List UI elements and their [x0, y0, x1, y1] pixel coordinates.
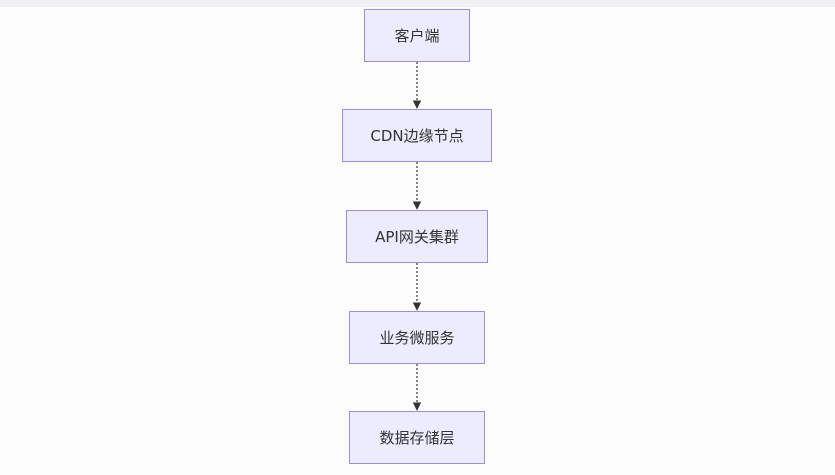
node-cdn-edge[interactable]: CDN边缘节点 — [342, 109, 492, 162]
node-label: 客户端 — [394, 27, 440, 45]
node-api-gateway[interactable]: API网关集群 — [346, 210, 488, 263]
node-client[interactable]: 客户端 — [364, 9, 470, 62]
node-microservices[interactable]: 业务微服务 — [349, 311, 485, 364]
node-label: CDN边缘节点 — [370, 127, 464, 145]
node-label: 业务微服务 — [379, 329, 455, 347]
node-label: API网关集群 — [375, 228, 459, 246]
node-label: 数据存储层 — [379, 429, 455, 447]
top-strip — [0, 0, 835, 7]
node-data-storage[interactable]: 数据存储层 — [349, 411, 485, 464]
